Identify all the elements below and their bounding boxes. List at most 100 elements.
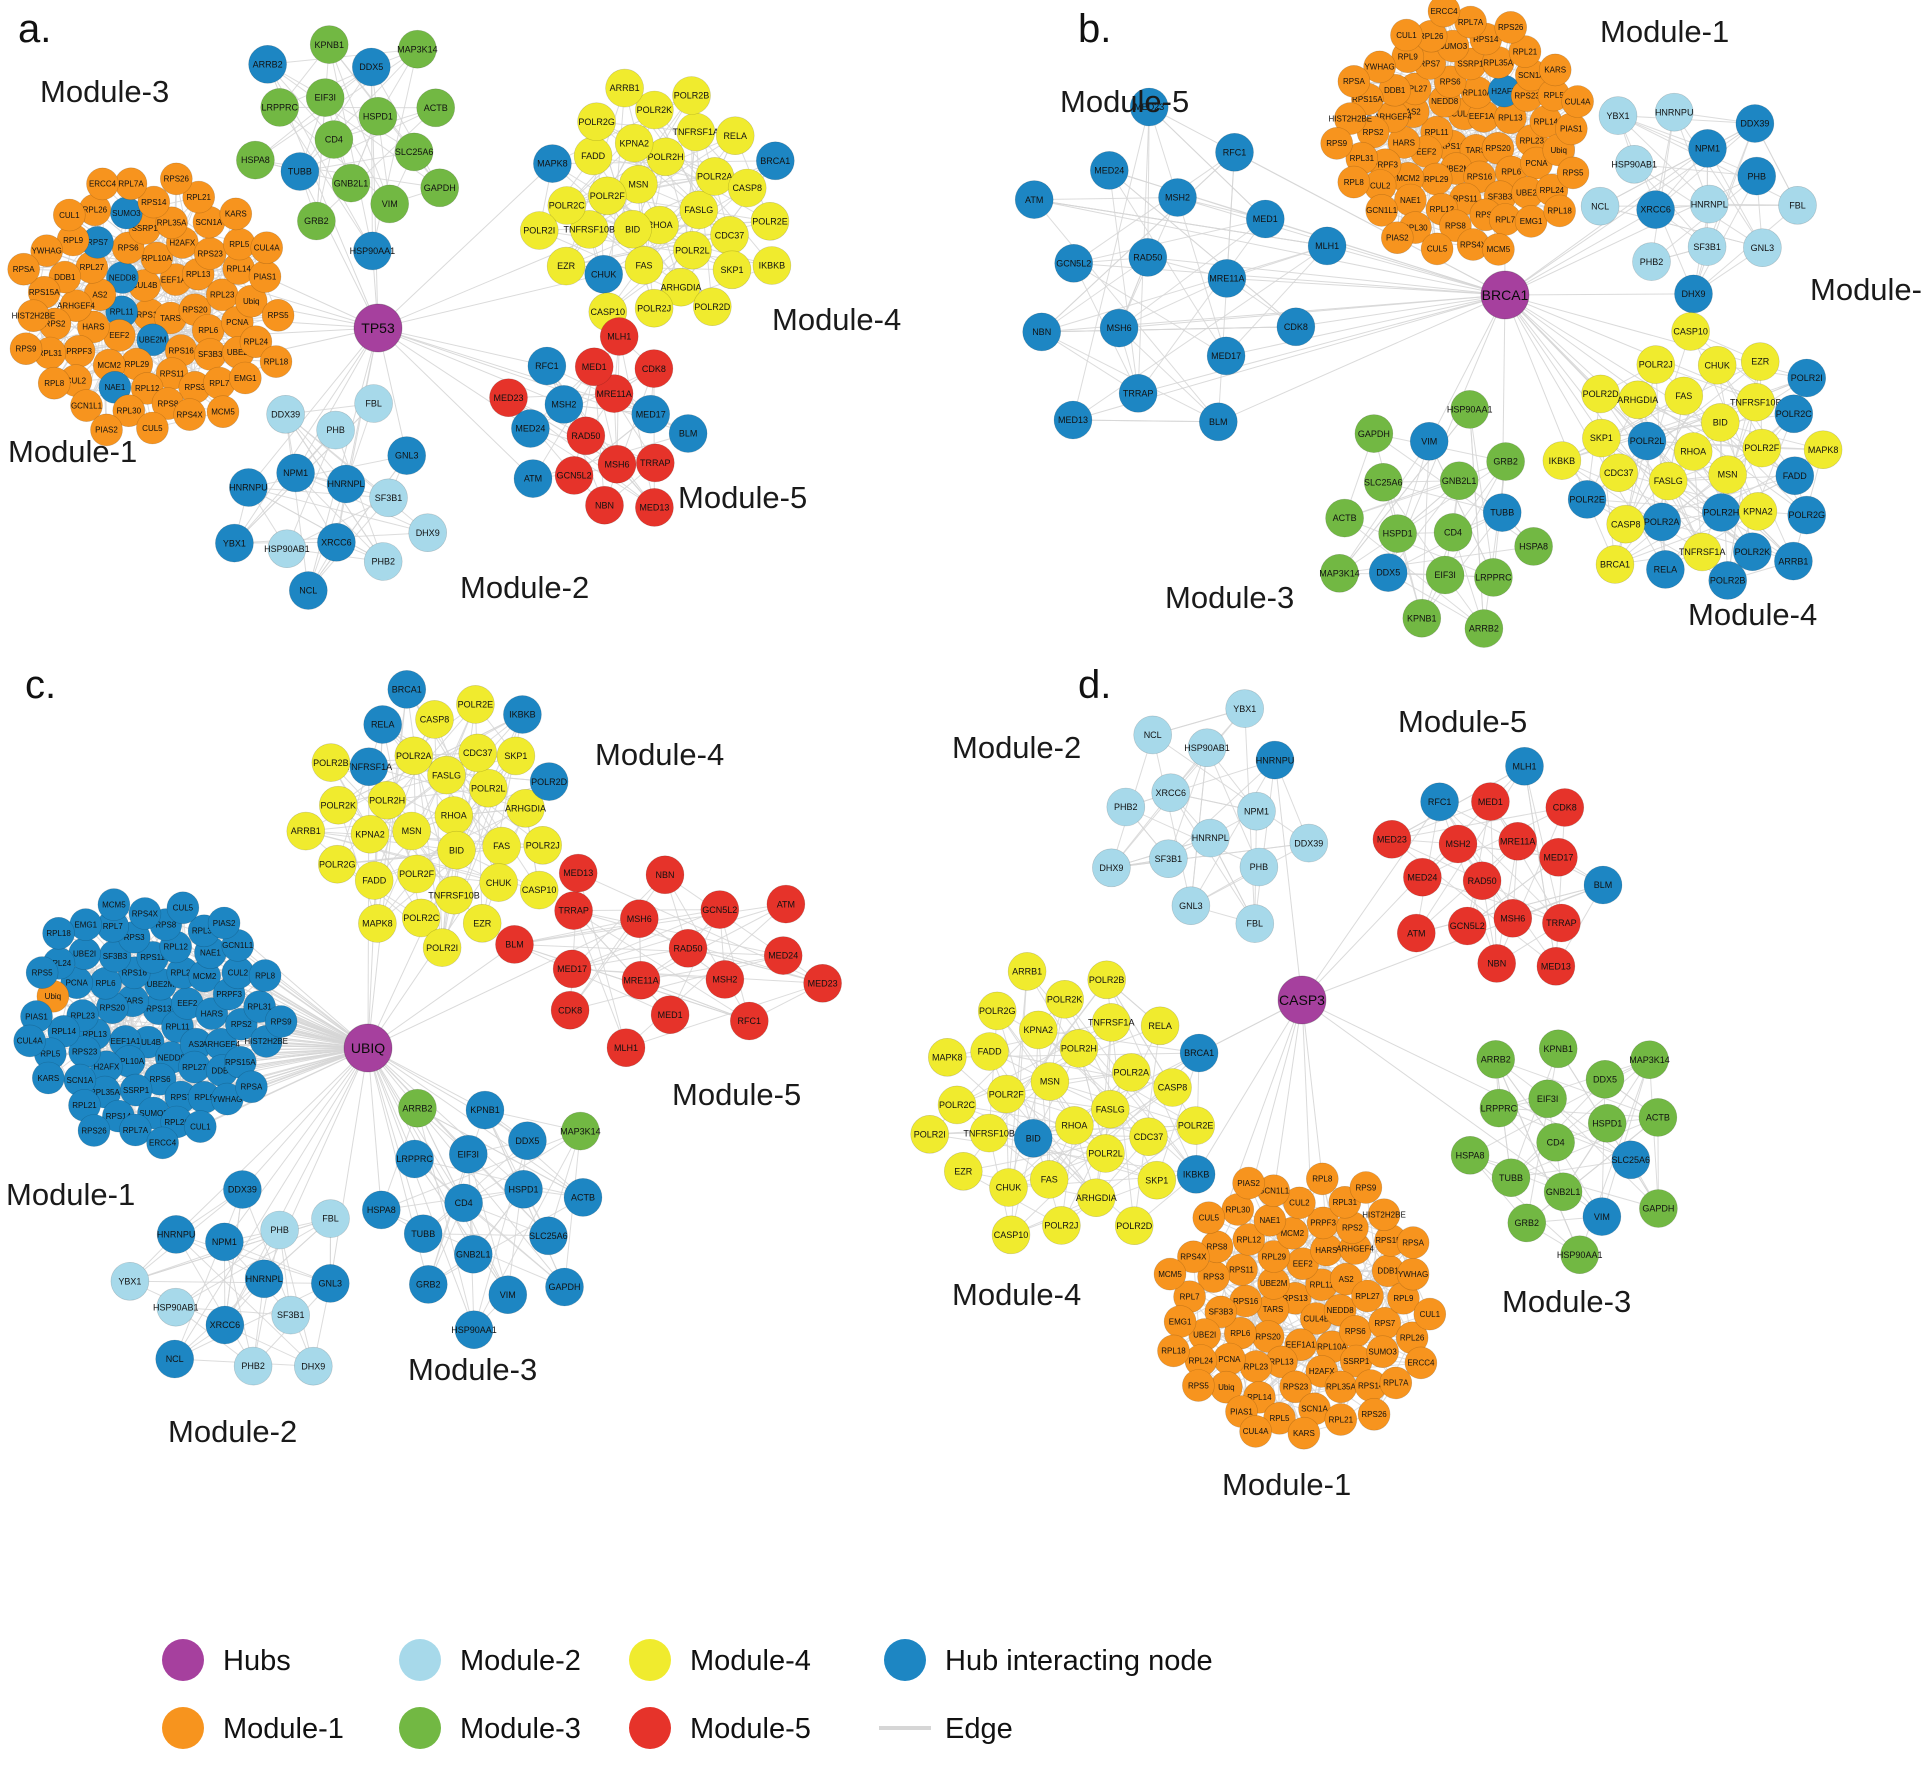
node-MED1: MED1: [650, 995, 690, 1035]
node-label: Ubiq: [1550, 146, 1566, 155]
node-label: MED13: [563, 868, 593, 878]
node-label: RPS23: [1514, 91, 1540, 100]
node-RPS23: RPS23: [193, 237, 227, 270]
node-ACTB: ACTB: [1325, 498, 1364, 538]
node-label: TNFRSF1A: [673, 127, 720, 137]
node-label: RPS9: [1355, 1183, 1376, 1192]
node-label: RPS14: [141, 198, 167, 207]
node-label: MED17: [557, 964, 587, 974]
node-EZR: EZR: [462, 903, 502, 943]
node-label: RELA: [371, 720, 395, 730]
node-RPL21: RPL21: [182, 180, 215, 214]
node-CASP8: CASP8: [415, 700, 454, 739]
node-POLR2E: POLR2E: [750, 202, 790, 241]
node-RELA: RELA: [1646, 550, 1685, 589]
node-CASP8: CASP8: [1606, 504, 1645, 544]
node-label: POLR2G: [319, 859, 356, 869]
node-MED23: MED23: [1129, 87, 1169, 127]
node-label: KARS: [37, 1074, 59, 1083]
node-GNL3: GNL3: [1743, 228, 1782, 267]
node-BLM: BLM: [1199, 402, 1238, 442]
node-label: CDK8: [1284, 322, 1308, 332]
node-RPL18: RPL18: [1543, 194, 1576, 228]
node-NBN: NBN: [585, 485, 624, 525]
node-label: KARS: [1293, 1429, 1315, 1438]
node-label: GAPDH: [1642, 1204, 1674, 1214]
node-label: GNL3: [319, 1279, 343, 1289]
node-RPS26: RPS26: [1357, 1398, 1391, 1431]
node-circle: [160, 162, 193, 196]
node-label: HNRNPU: [157, 1230, 196, 1240]
node-circle: [1337, 65, 1371, 98]
node-ERCC4: ERCC4: [1427, 0, 1461, 28]
node-circle: [351, 47, 391, 87]
node-ARHGDIA: ARHGDIA: [1617, 380, 1658, 420]
node-FASLG: FASLG: [679, 190, 719, 230]
node-label: HNRNPL: [1691, 199, 1728, 209]
node-label: FADD: [581, 151, 606, 161]
node-circle: [229, 361, 262, 395]
node-label: RPL31: [38, 349, 63, 358]
node-YWHAG: YWHAG: [1363, 50, 1396, 84]
node-circle: [1128, 238, 1168, 277]
node-label: RPL5: [1269, 1414, 1290, 1423]
node-HNRNPL: HNRNPL: [244, 1259, 284, 1299]
node-label: RPL6: [1501, 168, 1522, 177]
node-label: ARRB2: [1481, 1055, 1511, 1065]
node-circle: [624, 245, 664, 285]
node-label: CASP8: [1158, 1083, 1188, 1093]
node-label: NBN: [1032, 327, 1051, 337]
edge: [1118, 327, 1219, 423]
node-label: EEF2: [177, 999, 198, 1008]
node-label: SUMO3: [112, 209, 141, 218]
hub-edge: [1504, 209, 1656, 296]
node-CHUK: CHUK: [989, 1168, 1028, 1207]
node-circle: [1514, 205, 1548, 238]
node-circle: [1618, 380, 1658, 420]
edge: [423, 1233, 549, 1237]
node-TRRAP: TRRAP: [554, 891, 593, 930]
node-GCN1L1: GCN1L1: [1365, 194, 1398, 227]
node-label: NAE1: [1400, 196, 1421, 205]
hub-node-casp3: CASP3: [1277, 975, 1327, 1025]
node-circle: [673, 230, 712, 270]
node-DDX5: DDX5: [1585, 1060, 1625, 1099]
node-circle: [715, 116, 755, 155]
node-circle: [1742, 428, 1782, 468]
node-FADD: FADD: [1775, 456, 1815, 496]
node-RPS6: RPS6: [1339, 1315, 1372, 1348]
node-CDK8: CDK8: [634, 349, 674, 388]
node-TNFRSF1A: TNFRSF1A: [1088, 1003, 1134, 1042]
node-HIST2H2BE: HIST2H2BE: [12, 299, 55, 333]
hub-edge: [367, 1047, 424, 1234]
node-label: GCN1L1: [222, 941, 254, 950]
node-label: VIM: [1594, 1212, 1610, 1222]
node-SF3B3: SF3B3: [193, 338, 227, 371]
node-BLM: BLM: [668, 414, 708, 453]
node-label: IKBKB: [1183, 1169, 1210, 1179]
node-label: MSH6: [604, 459, 629, 469]
node-label: IKBKB: [509, 710, 536, 720]
legend-item-module-4: Module-4: [629, 1639, 811, 1681]
node-circle: [420, 168, 460, 208]
node-label: RPL30: [1403, 223, 1428, 232]
node-label: TARS: [1263, 1305, 1284, 1314]
node-NCL: NCL: [155, 1339, 194, 1379]
node-label: RHOA: [1061, 1121, 1087, 1131]
module-label-1: Module-1: [1600, 14, 1729, 49]
node-circle: [215, 523, 254, 563]
node-PHB2: PHB2: [1106, 787, 1146, 827]
node-MCM5: MCM5: [1482, 233, 1515, 266]
node-label: ARHGDIA: [505, 804, 546, 814]
node-MED17: MED17: [1539, 837, 1578, 877]
node-RPS4X: RPS4X: [173, 398, 206, 431]
node-SLC25A6: SLC25A6: [394, 132, 434, 172]
node-label: RPS26: [164, 175, 190, 184]
node-label: MRE11A: [1209, 274, 1244, 284]
node-label: EMG1: [1169, 1317, 1192, 1326]
node-TUBB: TUBB: [403, 1214, 443, 1253]
module-label-4: Module-4: [595, 737, 724, 772]
node-MRE11A: MRE11A: [1498, 821, 1537, 861]
node-label: SF3B3: [1488, 193, 1513, 202]
node-ARRB1: ARRB1: [1007, 952, 1047, 991]
